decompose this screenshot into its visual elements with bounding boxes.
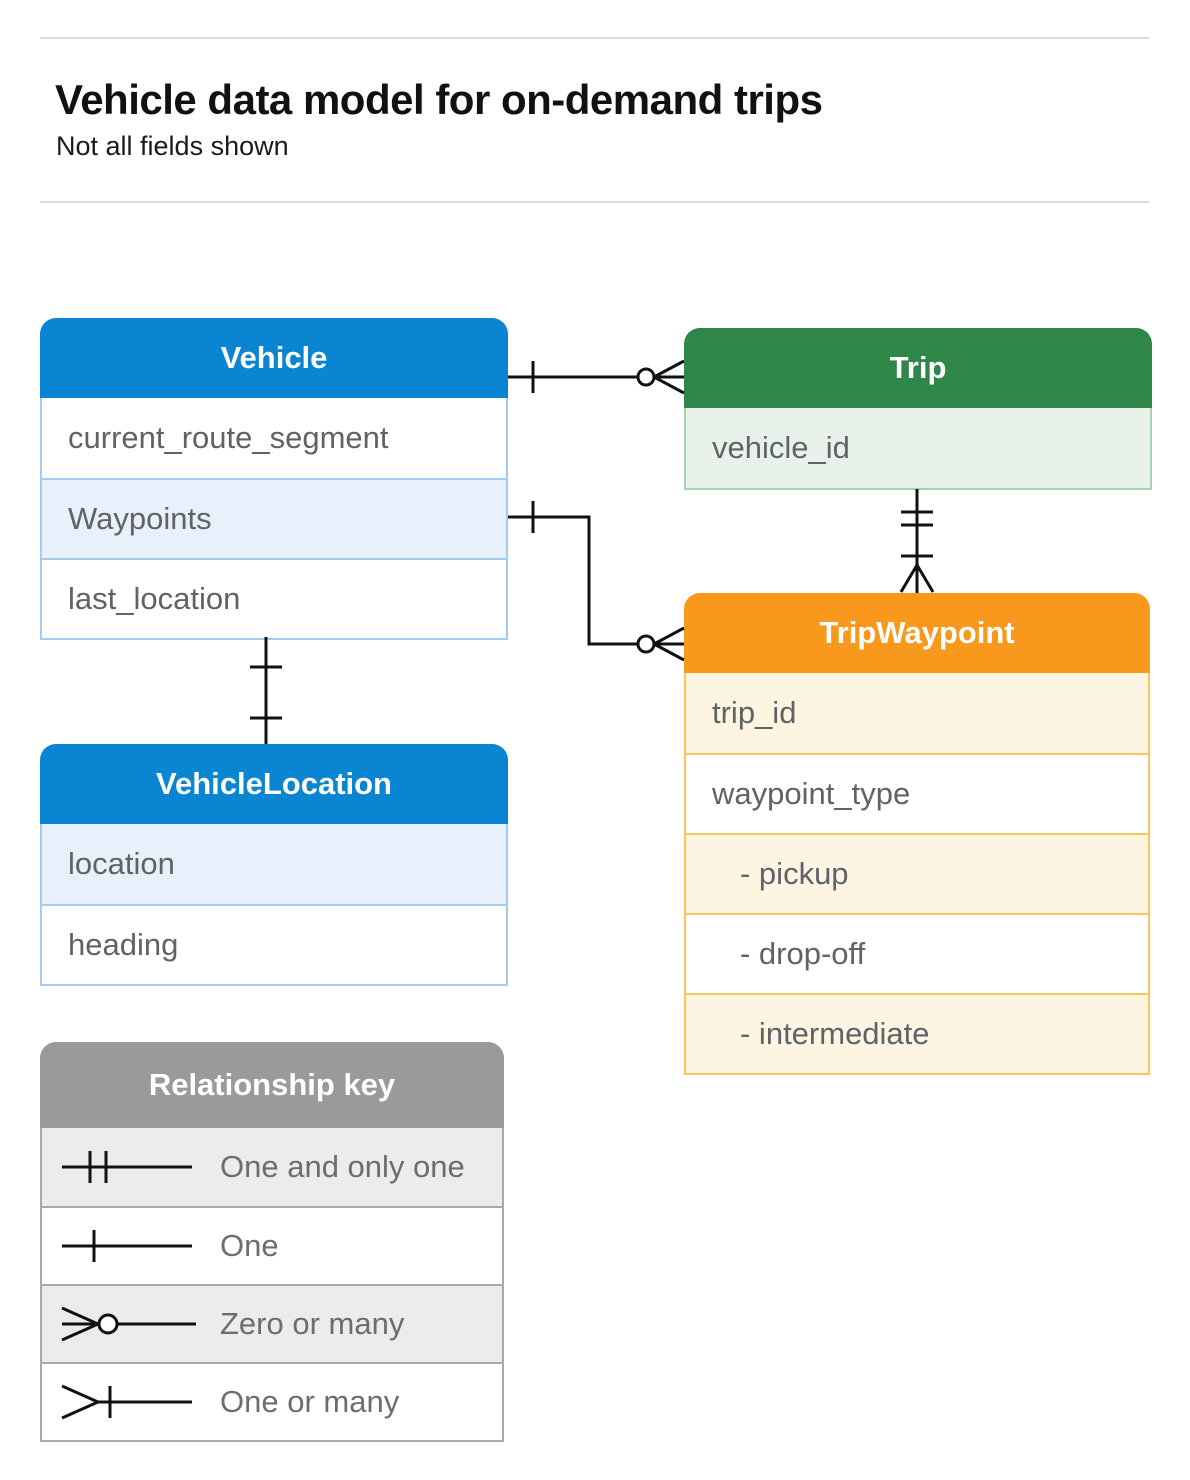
- one-icon: [56, 1224, 206, 1268]
- legend-item-label: One and only one: [220, 1149, 465, 1184]
- table-row: Waypoints: [42, 478, 506, 558]
- connector-vehicle-vehiclelocation: [250, 637, 282, 744]
- entity-row-label: current_route_segment: [68, 420, 389, 455]
- entity-row-label: - intermediate: [740, 1016, 930, 1051]
- table-row: heading: [42, 904, 506, 984]
- list-item: Zero or many: [42, 1284, 502, 1362]
- entity-trip: Trip vehicle_id: [684, 328, 1152, 490]
- entity-row-label: waypoint_type: [712, 776, 911, 811]
- entity-vehiclelocation: VehicleLocation location heading: [40, 744, 508, 986]
- page-subtitle: Not all fields shown: [56, 131, 289, 161]
- one-and-only-one-icon: [56, 1145, 206, 1189]
- connector-trip-tripwaypoint: [901, 489, 933, 593]
- table-row: vehicle_id: [686, 408, 1150, 488]
- table-row: - drop-off: [686, 913, 1148, 993]
- entity-body-vehicle: current_route_segment Waypoints last_loc…: [40, 398, 508, 640]
- entity-row-label: last_location: [68, 581, 241, 616]
- list-item: One: [42, 1206, 502, 1284]
- table-row: waypoint_type: [686, 753, 1148, 833]
- connector-waypoints-tripwaypoint: [508, 501, 684, 660]
- entity-row-label: location: [68, 846, 175, 881]
- top-divider: [40, 37, 1150, 39]
- one-or-many-icon: [56, 1380, 206, 1424]
- table-row: - pickup: [686, 833, 1148, 913]
- entity-vehicle: Vehicle current_route_segment Waypoints …: [40, 318, 508, 640]
- entity-row-label: vehicle_id: [712, 430, 850, 465]
- entity-tripwaypoint: TripWaypoint trip_id waypoint_type - pic…: [684, 593, 1150, 1075]
- entity-body-tripwaypoint: trip_id waypoint_type - pickup - drop-of…: [684, 673, 1150, 1075]
- table-row: location: [42, 824, 506, 904]
- legend-header: Relationship key: [40, 1042, 504, 1128]
- entity-row-label: trip_id: [712, 695, 797, 730]
- entity-header-trip: Trip: [684, 328, 1152, 408]
- legend-relationship-key: Relationship key One and only one: [40, 1042, 504, 1442]
- entity-row-label: heading: [68, 927, 179, 962]
- table-row: - intermediate: [686, 993, 1148, 1073]
- entity-header-vehicle: Vehicle: [40, 318, 508, 398]
- page-title: Vehicle data model for on-demand trips: [55, 76, 823, 123]
- entity-row-label: - pickup: [740, 856, 849, 891]
- entity-body-vehiclelocation: location heading: [40, 824, 508, 986]
- header-divider: [40, 201, 1150, 203]
- entity-row-label: - drop-off: [740, 936, 866, 971]
- legend-item-label: Zero or many: [220, 1306, 405, 1341]
- list-item: One and only one: [42, 1128, 502, 1206]
- list-item: One or many: [42, 1362, 502, 1440]
- table-row: current_route_segment: [42, 398, 506, 478]
- legend-body: One and only one One: [40, 1128, 504, 1442]
- legend-item-label: One: [220, 1228, 279, 1263]
- entity-header-vehiclelocation: VehicleLocation: [40, 744, 508, 824]
- entity-row-label: Waypoints: [68, 501, 212, 536]
- connector-vehicle-trip: [508, 361, 684, 393]
- legend-item-label: One or many: [220, 1384, 400, 1419]
- entity-body-trip: vehicle_id: [684, 408, 1152, 490]
- table-row: last_location: [42, 558, 506, 638]
- entity-header-tripwaypoint: TripWaypoint: [684, 593, 1150, 673]
- table-row: trip_id: [686, 673, 1148, 753]
- zero-or-many-icon: [56, 1302, 206, 1346]
